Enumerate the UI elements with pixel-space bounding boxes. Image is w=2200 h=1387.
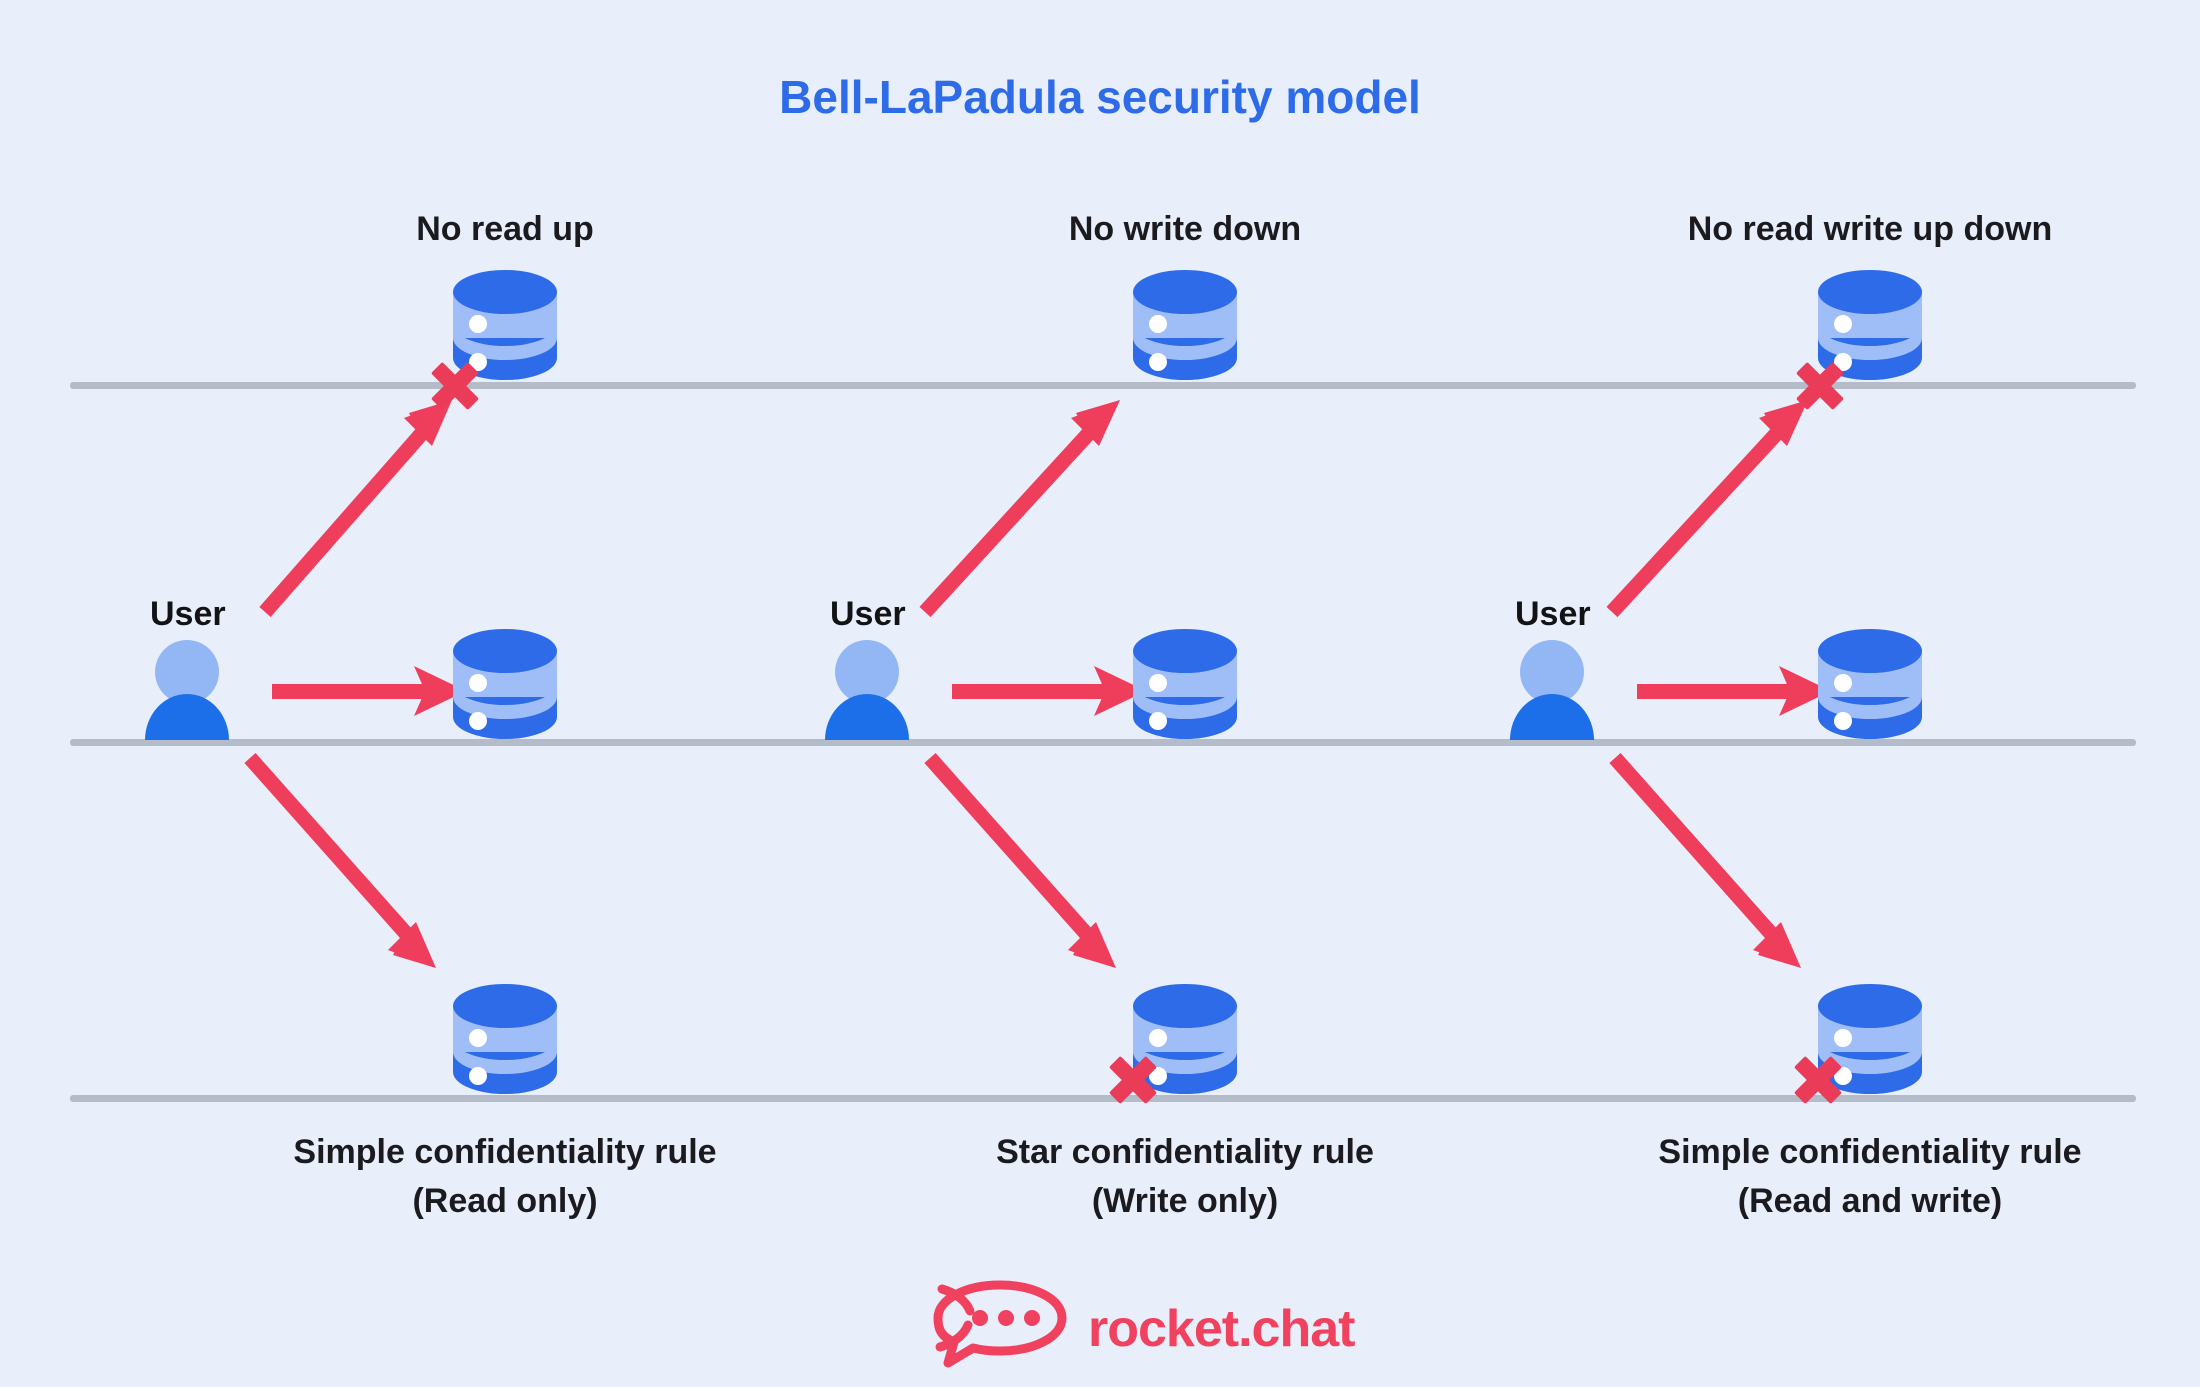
database-same-level	[1818, 629, 1922, 739]
user-label: User	[1515, 595, 1591, 633]
user-label: User	[150, 595, 226, 633]
arrow-read-write-down	[1609, 753, 1801, 968]
user-icon	[1510, 640, 1594, 740]
arrow-write-down	[244, 753, 436, 968]
database-lower-level	[1818, 984, 1922, 1094]
arrow-write-down	[924, 753, 1116, 968]
page-title: Bell-LaPadula security model	[779, 71, 1421, 123]
column-top-label: No read up	[416, 210, 594, 248]
database-same-level	[453, 629, 557, 739]
rocket-chat-logo[interactable]: rocket.chat	[933, 1280, 1356, 1368]
column-simple-confidentiality-read-only: No read up User	[145, 210, 717, 1220]
arrow-same-level	[952, 666, 1146, 716]
arrow-read-write-up	[1606, 400, 1808, 618]
column-bottom-label-line1: Simple confidentiality rule	[293, 1133, 716, 1171]
column-top-label: No read write up down	[1688, 210, 2053, 248]
column-strong-star-read-and-write: No read write up down User	[1510, 210, 2082, 1220]
middle-boundary-line	[70, 739, 2136, 746]
user-icon	[145, 640, 229, 740]
column-bottom-label-line2: (Read and write)	[1738, 1182, 2002, 1220]
user-icon	[825, 640, 909, 740]
database-lower-level	[453, 984, 557, 1094]
rocket-chat-wordmark: rocket.chat	[1088, 1300, 1355, 1358]
column-bottom-label-line2: (Read only)	[412, 1182, 597, 1220]
column-top-label: No write down	[1069, 210, 1301, 248]
column-bottom-label-line1: Star confidentiality rule	[996, 1133, 1374, 1171]
arrow-same-level	[272, 666, 466, 716]
database-upper-level	[1133, 270, 1237, 380]
upper-boundary-line	[70, 382, 2136, 389]
arrow-write-up	[919, 400, 1120, 618]
arrow-same-level	[1637, 666, 1831, 716]
database-lower-level	[1133, 984, 1237, 1094]
rocket-chat-balloon-icon	[933, 1280, 1067, 1368]
column-bottom-label-line2: (Write only)	[1092, 1182, 1278, 1220]
database-same-level	[1133, 629, 1237, 739]
user-label: User	[830, 595, 906, 633]
lower-boundary-line	[70, 1095, 2136, 1102]
arrow-read-up	[259, 400, 452, 617]
column-bottom-label-line1: Simple confidentiality rule	[1658, 1133, 2081, 1171]
column-star-confidentiality-write-only: No write down User	[825, 210, 1374, 1220]
